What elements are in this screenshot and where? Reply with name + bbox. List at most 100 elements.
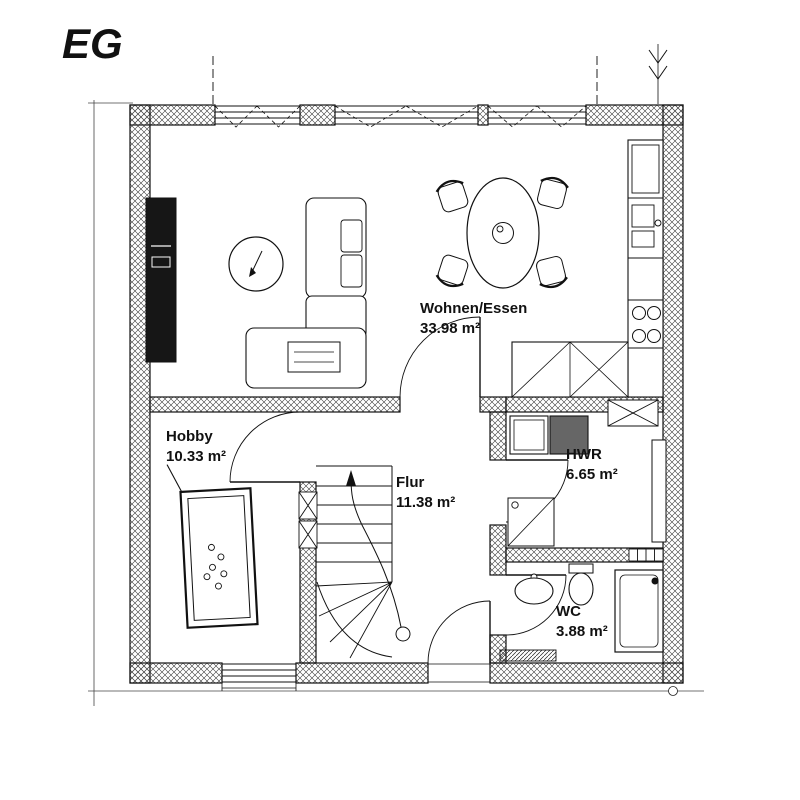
stair-winder-treads bbox=[315, 581, 393, 659]
pool-table-group bbox=[166, 464, 259, 629]
dining-set bbox=[435, 176, 569, 289]
door-living-swing bbox=[399, 316, 481, 398]
kitchen-sink-bowl-2 bbox=[631, 230, 655, 248]
wall-living-south-b bbox=[479, 396, 507, 413]
labels: EG Wohnen/Essen 33.98 m² Hobby 10.33 m² … bbox=[62, 20, 618, 640]
window-bottom-sill bbox=[221, 683, 297, 691]
shower-diagonal bbox=[507, 497, 555, 547]
room-area-hwr: 6.65 m² bbox=[566, 466, 618, 483]
shaft-box-2-cross bbox=[298, 520, 318, 549]
stove-burner-4 bbox=[647, 329, 661, 343]
walls bbox=[129, 104, 684, 684]
stair-curved-edge bbox=[316, 581, 393, 658]
shower-tray-drain bbox=[651, 577, 659, 585]
wall-bottom-a bbox=[129, 662, 223, 684]
wc-fixtures bbox=[499, 563, 664, 662]
room-area-wc: 3.88 m² bbox=[556, 623, 608, 640]
radiator-wc bbox=[499, 649, 557, 662]
dryer bbox=[549, 415, 589, 455]
door-living bbox=[399, 316, 481, 398]
round-table-arrow-line bbox=[251, 250, 263, 273]
doors bbox=[229, 316, 569, 664]
radiator-hwr-fins bbox=[637, 549, 655, 561]
door-hobby bbox=[229, 411, 301, 483]
room-label-flur: Flur bbox=[396, 474, 424, 491]
section-lines bbox=[212, 56, 598, 104]
wall-bottom-b bbox=[295, 662, 429, 684]
room-area-hobby: 10.33 m² bbox=[166, 448, 226, 465]
reference-lines bbox=[88, 100, 704, 706]
wall-top-c bbox=[477, 104, 489, 126]
window-top-1 bbox=[215, 105, 300, 125]
dining-table-detail bbox=[496, 225, 504, 233]
stair-walk-arrowhead bbox=[346, 470, 356, 486]
sofa-pillow-2 bbox=[340, 254, 363, 288]
stove-burner-2 bbox=[647, 306, 661, 320]
stair-treads bbox=[316, 485, 392, 563]
wc-sink bbox=[514, 577, 554, 605]
washer bbox=[509, 415, 549, 455]
tv-board bbox=[145, 197, 177, 363]
wall-flur-hwr-b bbox=[489, 524, 507, 576]
room-label-hobby: Hobby bbox=[166, 428, 213, 445]
wall-bottom-c bbox=[489, 662, 684, 684]
kitchen bbox=[511, 139, 664, 398]
kitchen-row-details bbox=[511, 341, 629, 398]
wall-flur-hwr-a bbox=[489, 411, 507, 461]
toilet-bowl bbox=[568, 572, 594, 606]
dining-chair-3 bbox=[435, 254, 469, 288]
stair-walk-line bbox=[350, 477, 402, 628]
shower-drain bbox=[511, 501, 519, 509]
wall-shaft-boxes bbox=[298, 491, 318, 549]
wall-right bbox=[662, 104, 684, 684]
toilet-tank bbox=[568, 563, 594, 574]
dining-chair-1 bbox=[435, 179, 469, 213]
living-room-furniture bbox=[145, 197, 367, 389]
shaft-box-hwr-cross bbox=[607, 399, 659, 427]
window-top-2 bbox=[335, 105, 478, 125]
survey-point bbox=[668, 686, 678, 696]
room-area-flur: 11.38 m² bbox=[396, 494, 455, 511]
kitchen-unit-dividers bbox=[628, 197, 663, 349]
fridge bbox=[631, 144, 660, 194]
room-label-wc: WC bbox=[556, 603, 581, 620]
dining-chair-4 bbox=[536, 256, 568, 289]
sofa-pillow-1 bbox=[340, 219, 363, 253]
door-hobby-swing bbox=[229, 411, 301, 483]
stair-walk-start bbox=[395, 626, 411, 642]
coffee-tray bbox=[287, 341, 341, 373]
pool-balls bbox=[203, 543, 228, 590]
dining-table-center bbox=[492, 222, 514, 244]
staircase bbox=[315, 465, 411, 659]
floor-title: EG bbox=[62, 20, 123, 67]
room-label-hwr: HWR bbox=[566, 446, 602, 463]
room-label-wohnen-essen: Wohnen/Essen bbox=[420, 300, 527, 317]
washer-inner bbox=[513, 419, 545, 451]
shaft-box-1-cross bbox=[298, 491, 318, 520]
heater bbox=[651, 439, 667, 543]
window-bottom-hobby bbox=[222, 663, 296, 683]
tv-detail bbox=[151, 256, 171, 268]
dining-chair-2 bbox=[537, 176, 569, 209]
window-opening-chevrons-3 bbox=[487, 105, 587, 128]
door-wc-swing bbox=[505, 574, 567, 636]
round-table-arrowhead bbox=[249, 267, 256, 277]
window-top-3 bbox=[488, 105, 586, 125]
door-entrance-swing bbox=[427, 600, 491, 664]
stove-burner-1 bbox=[632, 306, 646, 320]
windows bbox=[214, 105, 587, 691]
wall-living-south-a bbox=[149, 396, 401, 413]
room-area-wohnen-essen: 33.98 m² bbox=[420, 320, 480, 337]
coffee-tray-lines bbox=[294, 351, 334, 363]
shower-tray-inner bbox=[619, 574, 659, 648]
kitchen-tap bbox=[654, 219, 662, 227]
sofa bbox=[245, 197, 367, 389]
pool-table-inner bbox=[187, 495, 251, 621]
hwr-fixtures bbox=[507, 399, 667, 562]
entrance-threshold bbox=[428, 663, 490, 683]
door-entrance bbox=[427, 600, 491, 664]
wall-top-b bbox=[299, 104, 336, 126]
downpipe-symbol bbox=[648, 44, 668, 104]
